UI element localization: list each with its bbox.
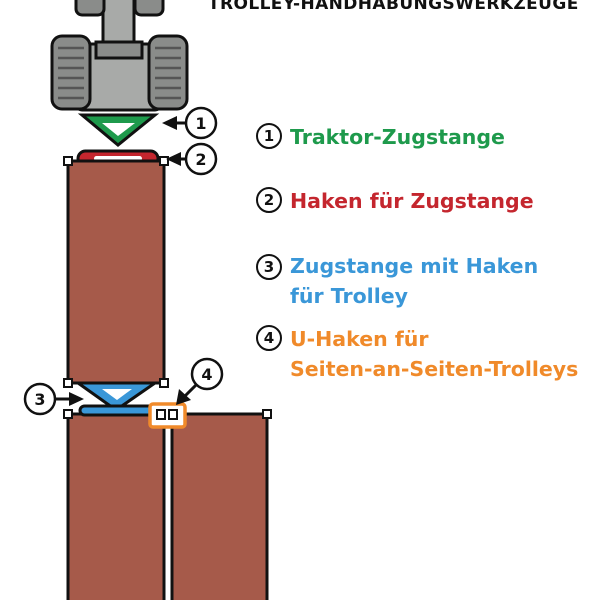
legend-number: 4 [256, 325, 282, 351]
legend-label: Zugstange mit Haken für Trolley [290, 254, 539, 308]
tractor-tire-right [147, 34, 189, 111]
tractor [50, 0, 189, 112]
legend-number: 1 [256, 123, 282, 149]
tractor-tire-left [50, 34, 92, 111]
callout-2-label: 2 [195, 150, 206, 169]
trolley-drawbar [73, 381, 160, 417]
u-hook-corners [156, 409, 178, 420]
tractor-rear-tire-left [74, 0, 106, 17]
legend-label: U-Haken für Seiten-an-Seiten-Trolleys [290, 327, 579, 381]
page-title: TROLLEY-HANDHABUNGSWERKZEUGE [208, 0, 579, 14]
legend-number: 2 [256, 187, 282, 213]
callout-3: 3 [23, 382, 84, 416]
legend-item-1: 1 Traktor-Zugstange [256, 122, 505, 152]
tractor-rear-tire-right [133, 0, 165, 17]
callout-1: 1 [162, 106, 218, 140]
legend-label: Haken für Zugstange [290, 189, 534, 213]
legend-item-4: 4 U-Haken für Seiten-an-Seiten-Trolleys [256, 324, 578, 384]
callout-3-label: 3 [34, 390, 45, 409]
callout-1-label: 1 [195, 114, 206, 133]
trolley-bottom-right [170, 412, 269, 600]
legend-item-3: 3 Zugstange mit Haken für Trolley [256, 251, 538, 311]
legend-number: 3 [256, 254, 282, 280]
callout-4-label: 4 [201, 365, 212, 384]
tractor-axle [94, 40, 144, 60]
legend-label: Traktor-Zugstange [290, 125, 505, 149]
u-hook [148, 402, 187, 429]
tractor-drawbar-hole [102, 123, 135, 136]
legend-item-2: 2 Haken für Zugstange [256, 186, 534, 216]
trolley-bottom-left [66, 412, 166, 600]
callout-4: 4 [176, 357, 224, 405]
trolley-top [66, 159, 166, 385]
tire-treads [58, 46, 181, 100]
callout-2: 2 [166, 142, 218, 176]
